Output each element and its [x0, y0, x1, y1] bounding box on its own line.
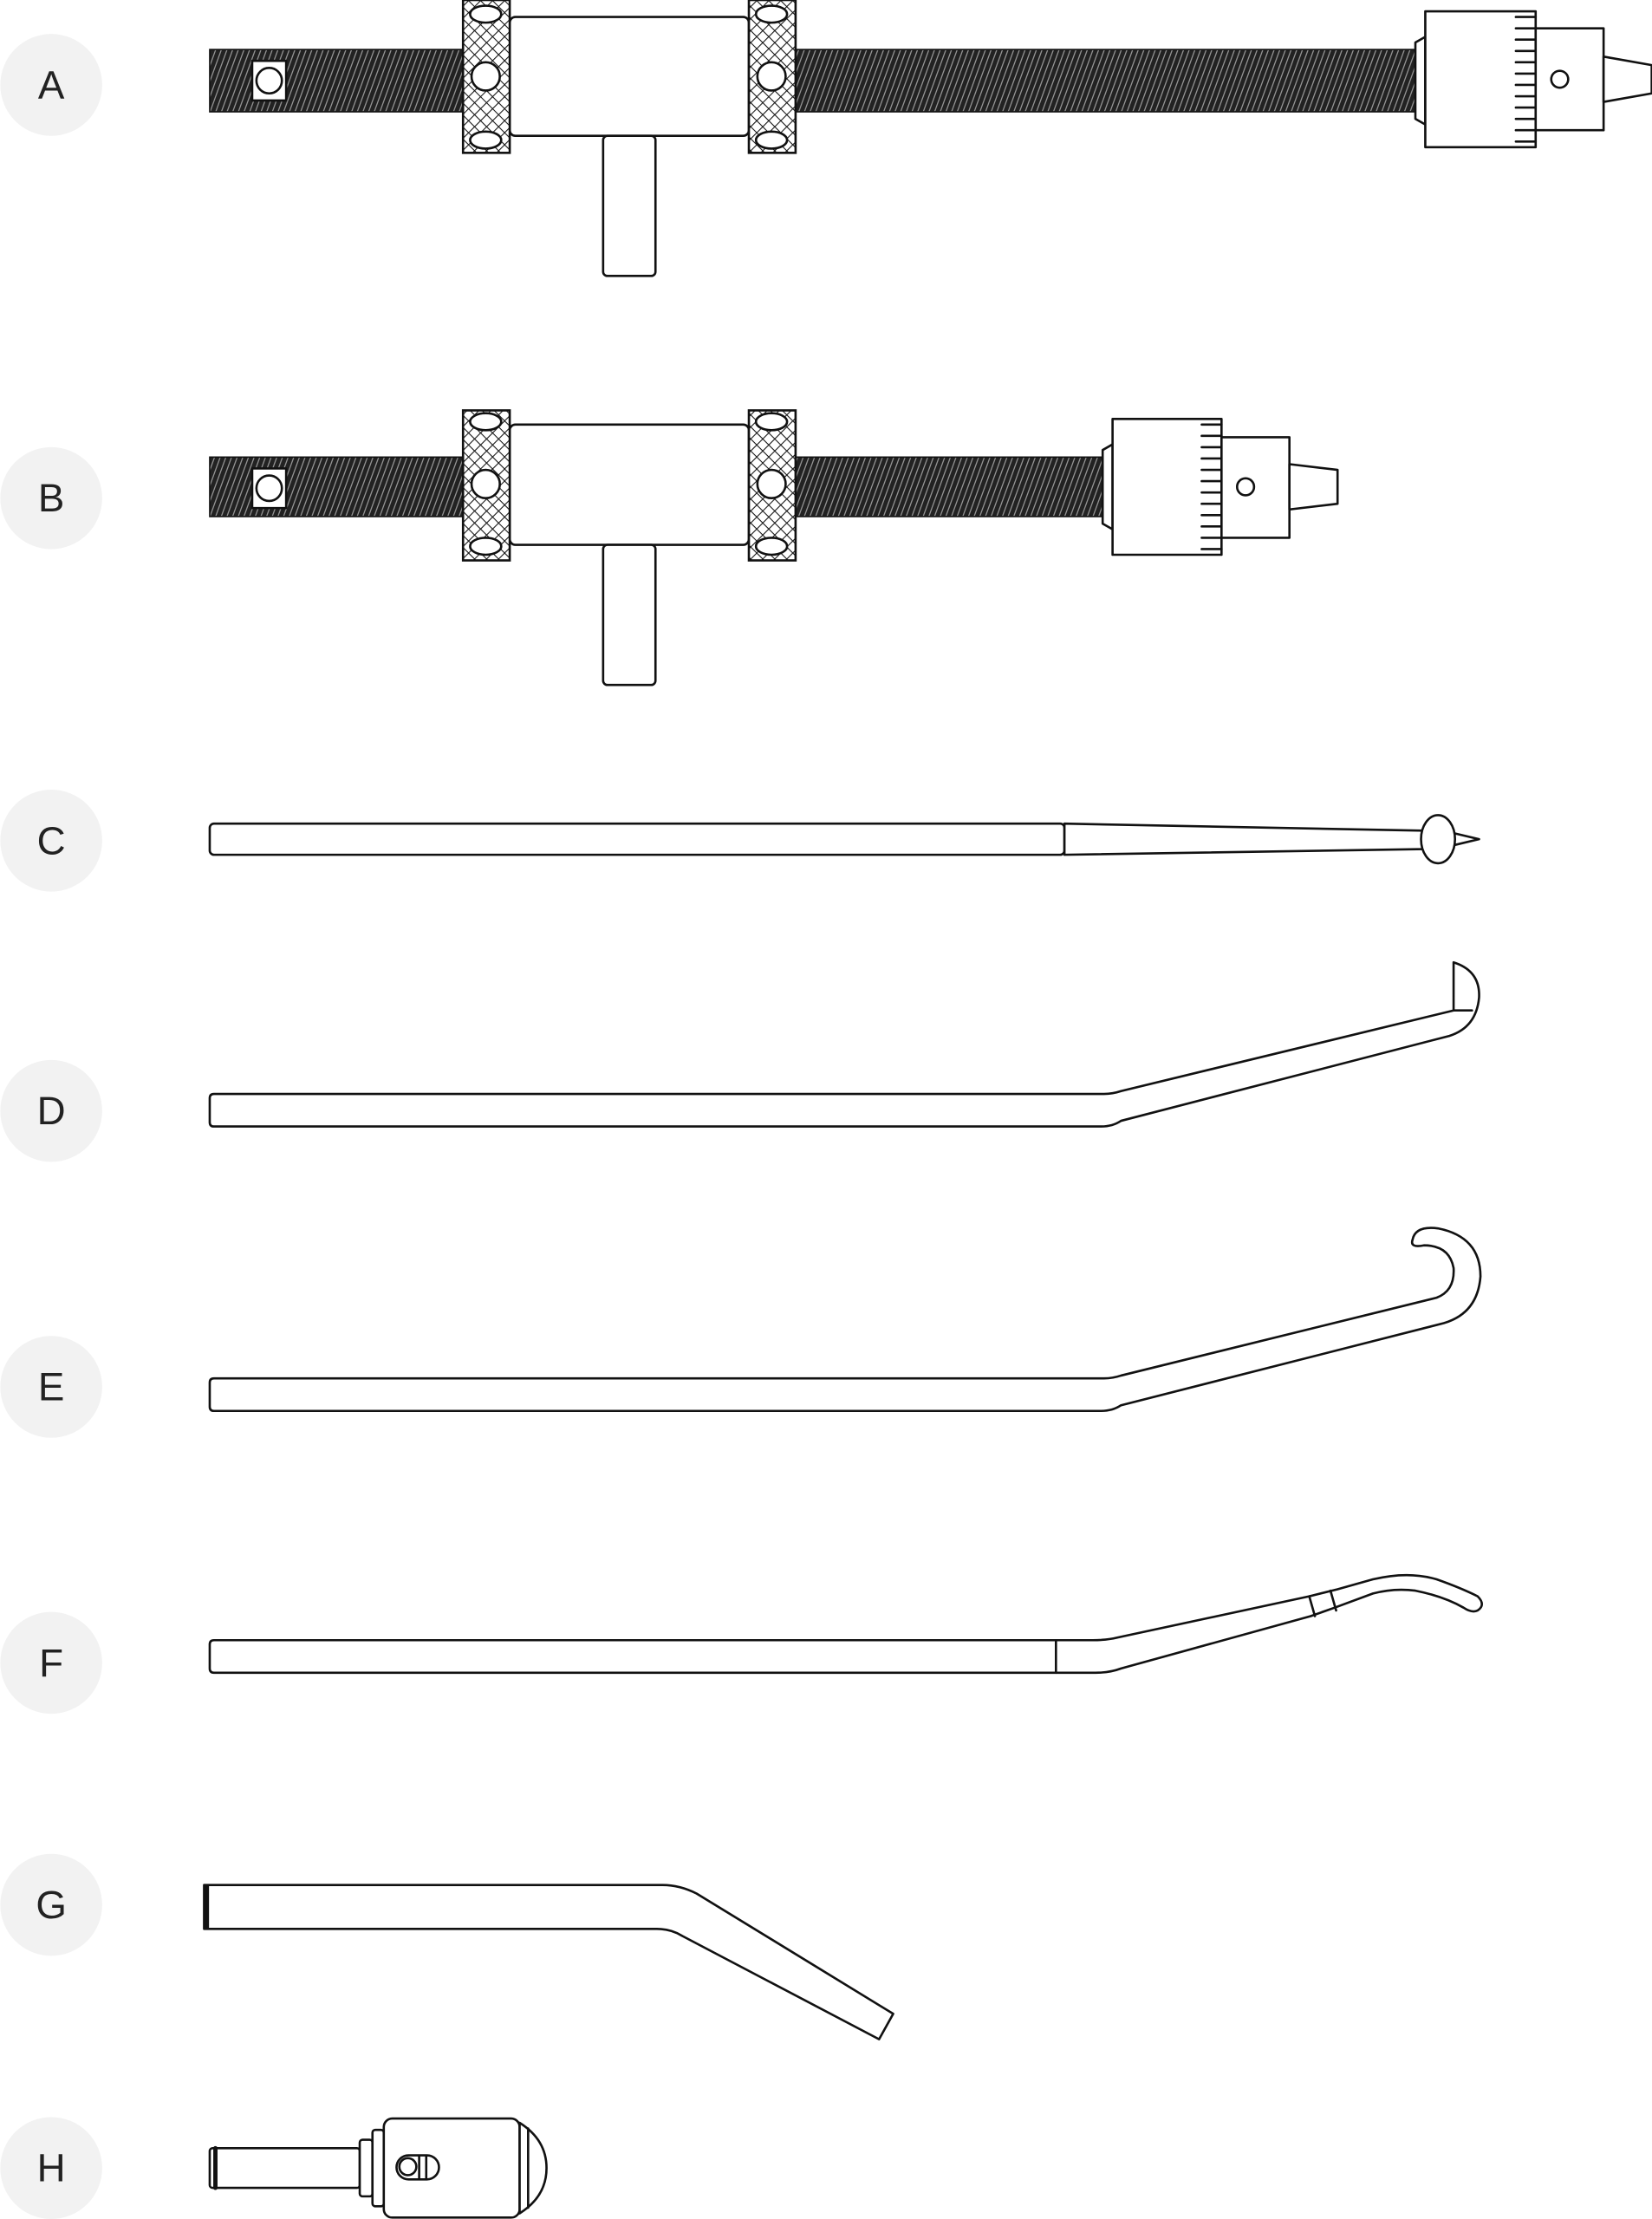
svg-text:H: H	[37, 2146, 66, 2190]
label-a: A	[0, 34, 102, 136]
svg-text:B: B	[38, 476, 64, 520]
tool-c-straight-probe	[208, 814, 1480, 865]
tool-h-collet-adapter	[208, 2117, 548, 2219]
label-g: G	[0, 1853, 102, 1956]
tool-e-hook	[208, 1227, 1482, 1413]
svg-text:F: F	[39, 1641, 63, 1685]
svg-text:D: D	[37, 1089, 66, 1133]
label-c: C	[0, 790, 102, 892]
tool-b-short-screw-clamp	[209, 409, 1339, 687]
label-f: F	[0, 1611, 102, 1715]
tool-d-bent-scraper	[208, 960, 1480, 1128]
tool-f-curved-tip-probe	[208, 1573, 1484, 1675]
svg-text:C: C	[37, 818, 66, 862]
label-b: B	[0, 446, 102, 550]
label-h: H	[0, 2117, 102, 2219]
tool-a-long-screw-clamp	[209, 0, 1652, 277]
svg-text:E: E	[38, 1364, 64, 1409]
label-d: D	[0, 1059, 102, 1162]
svg-text:G: G	[36, 1883, 67, 1927]
label-e: E	[0, 1336, 102, 1438]
svg-text:A: A	[38, 62, 65, 107]
tool-g-angled-bar	[203, 1884, 894, 2040]
